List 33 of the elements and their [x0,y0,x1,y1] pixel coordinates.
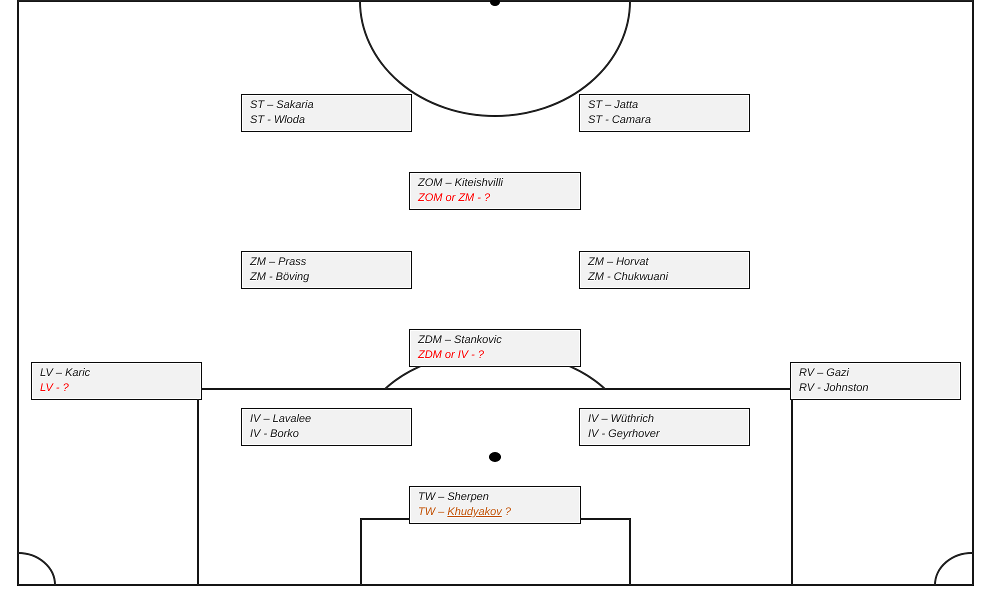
player-box [241,94,412,132]
player-label: ST – Sakaria [250,98,315,113]
player-box [579,408,750,446]
player-box [579,251,750,289]
player-box [241,251,412,289]
player-label: ZM – Prass [250,255,308,270]
player-label: ZOM – Kiteishvilli [418,176,504,191]
player-label: LV – Karic [40,366,92,381]
player-label: ZOM or ZM - ? [418,191,492,206]
player-box [790,362,961,400]
player-label: TW – Sherpen [418,490,490,505]
player-box [409,329,581,367]
player-label: ZM – Horvat [588,255,650,270]
player-box [31,362,202,400]
player-label: ZM - Böving [250,270,310,285]
player-label: ZDM or IV - ? [418,348,486,363]
player-label: IV - Geyrhover [588,427,661,442]
player-label: RV – Gazi [799,366,850,381]
player-label: IV – Wüthrich [588,412,656,427]
player-label: IV - Borko [250,427,300,442]
player-label: ST - Camara [588,113,652,128]
player-box [409,486,581,524]
player-label: TW – Khudyakov ? [418,505,512,520]
player-label: RV - Johnston [799,381,870,396]
player-box [409,172,581,210]
player-label: ZM - Chukwuani [588,270,670,285]
player-box [241,408,412,446]
player-label: ST - Wloda [250,113,306,128]
player-label: LV - ? [40,381,70,396]
player-label: ST – Jatta [588,98,640,113]
player-box [579,94,750,132]
player-label: ZDM – Stankovic [418,333,503,348]
player-label: IV – Lavalee [250,412,312,427]
